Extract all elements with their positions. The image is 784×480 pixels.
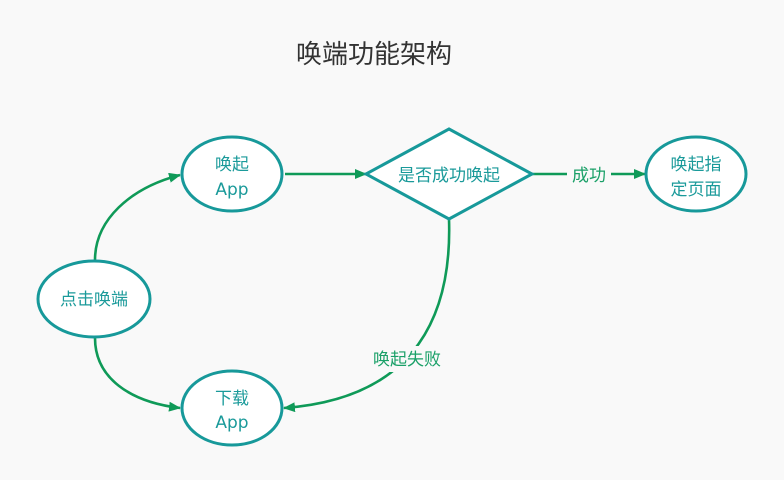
edge-click-to-download — [93, 337, 181, 412]
diagram-title: 唤端功能架构 — [296, 40, 452, 70]
edge-check-to-download — [283, 218, 451, 413]
node-open-app-label-line2: App — [215, 180, 248, 200]
node-download-shape — [180, 369, 284, 447]
node-check-label: 是否成功唤起 — [398, 166, 500, 186]
success-label-bg — [567, 162, 611, 186]
node-click-label: 点击唤端 — [60, 290, 128, 310]
edge-label-success: 成功 — [572, 166, 606, 186]
node-open-page-shape — [644, 135, 748, 213]
edge-click-to-open-app — [93, 172, 181, 261]
node-open-app-shape — [180, 135, 284, 213]
edge-label-fail: 唤起失败 — [373, 350, 441, 370]
node-download-label-line1: 下载 — [215, 389, 249, 409]
node-download-label-line2: App — [215, 413, 248, 433]
node-click-shape — [36, 259, 152, 339]
node-open-app-label-line1: 唤起 — [215, 155, 249, 175]
node-check-shape — [362, 127, 536, 221]
node-open-page-label-line2: 定页面 — [671, 180, 722, 200]
fail-label-bg — [366, 346, 448, 372]
node-open-page-label-line1: 唤起指 — [671, 155, 722, 175]
